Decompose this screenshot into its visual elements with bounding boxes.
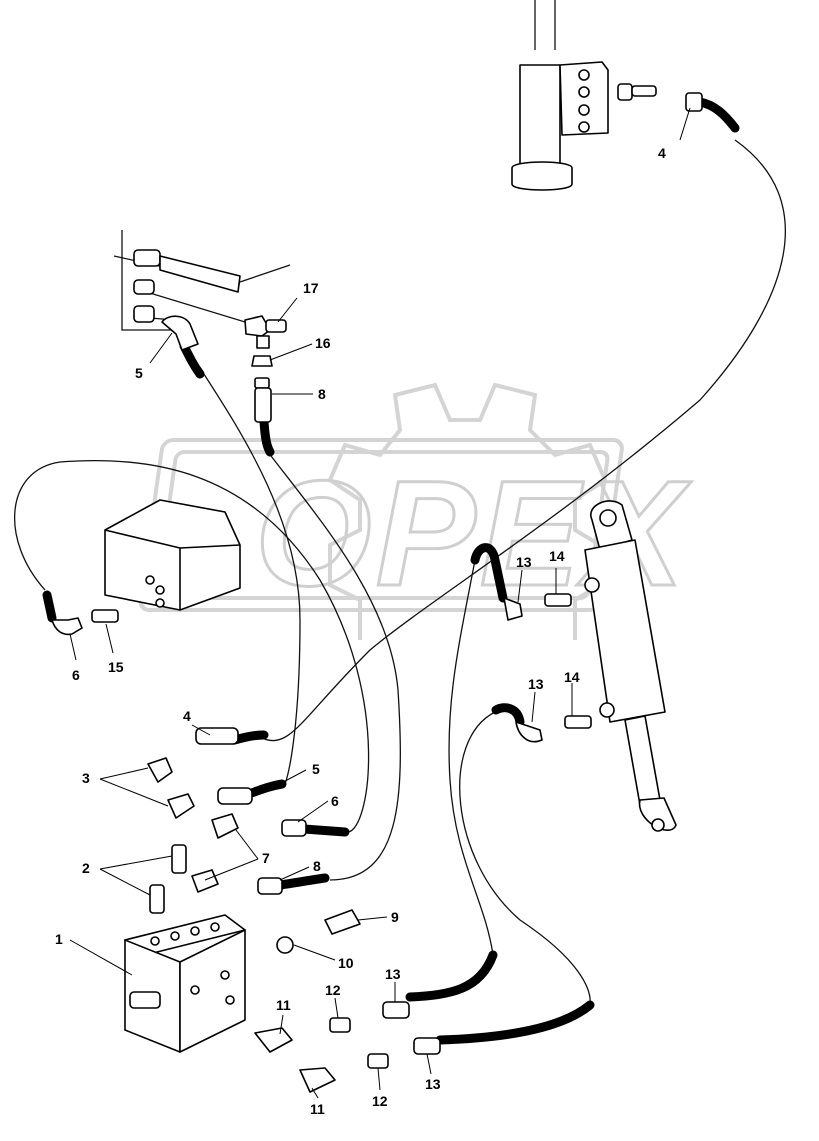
callout-12: 12 — [372, 1093, 388, 1109]
steering-cylinder — [503, 500, 677, 832]
callout-9: 9 — [391, 909, 399, 925]
callouts: 4 17 16 5 8 13 14 6 15 13 14 4 5 3 6 7 2… — [55, 145, 666, 1117]
callout-6: 6 — [331, 793, 339, 809]
callout-14: 14 — [549, 548, 565, 564]
callout-10: 10 — [338, 955, 354, 971]
callout-8: 8 — [318, 386, 326, 402]
callout-12: 12 — [325, 982, 341, 998]
reservoir-box — [51, 499, 241, 636]
steering-unit — [511, 61, 703, 191]
callout-4: 4 — [658, 145, 666, 161]
callout-5: 5 — [312, 761, 320, 777]
callout-13: 13 — [528, 676, 544, 692]
callout-15: 15 — [108, 659, 124, 675]
callout-1: 1 — [55, 931, 63, 947]
callout-11: 11 — [310, 1101, 325, 1117]
callout-5: 5 — [135, 365, 143, 381]
callout-7: 7 — [262, 850, 270, 866]
callout-6: 6 — [72, 667, 80, 683]
callout-13: 13 — [425, 1076, 441, 1092]
callout-13: 13 — [385, 966, 401, 982]
callout-2: 2 — [82, 860, 90, 876]
pipe-bracket — [133, 249, 287, 423]
callout-3: 3 — [82, 770, 90, 786]
callout-17: 17 — [303, 280, 319, 296]
callout-11: 11 — [276, 997, 291, 1013]
callout-13: 13 — [516, 554, 532, 570]
callout-8: 8 — [313, 858, 321, 874]
callout-14: 14 — [564, 669, 580, 685]
leader-lines — [69, 107, 691, 1099]
thick-hoses — [42, 97, 740, 1045]
callout-16: 16 — [315, 335, 331, 351]
callout-4: 4 — [183, 708, 191, 724]
